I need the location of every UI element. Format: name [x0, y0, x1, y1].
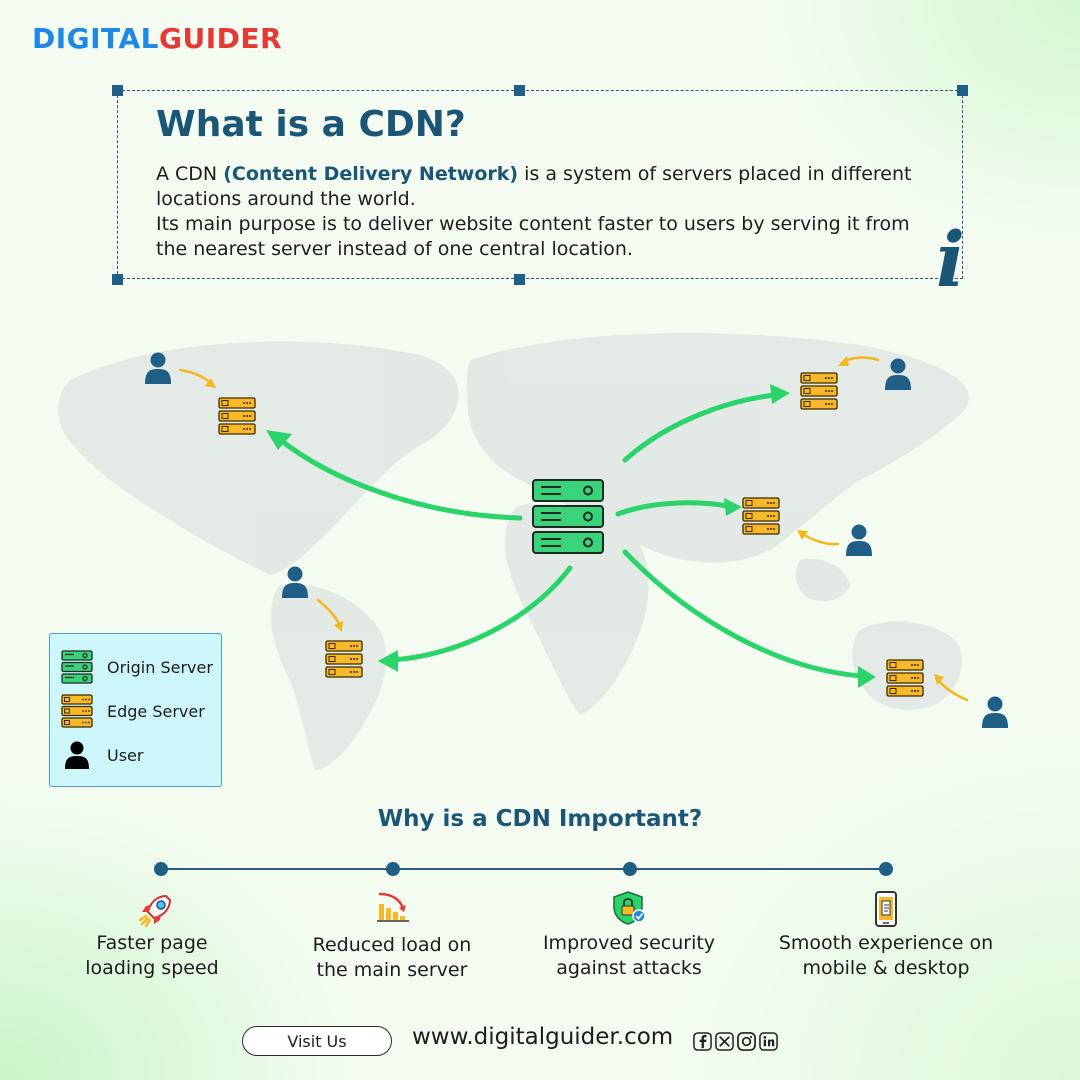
benefit-line: Smooth experience on — [778, 932, 994, 954]
timeline-dot — [879, 862, 893, 876]
legend-item-user: User — [60, 738, 143, 772]
map-legend: Origin Server Edge Server User — [49, 633, 222, 787]
why-title: Why is a CDN Important? — [377, 806, 703, 832]
instagram-icon[interactable] — [737, 1032, 756, 1051]
brand-part-1: DIGITAL — [32, 22, 159, 55]
legend-item-edge: Edge Server — [60, 694, 205, 728]
benefit-line: Reduced load on — [312, 934, 472, 956]
origin-server-icon — [60, 650, 94, 684]
edge-server-icon — [886, 659, 924, 697]
benefit-reduced-load: Reduced load on the main server — [272, 933, 512, 983]
edge-server-icon — [218, 397, 256, 435]
box-handle — [112, 85, 123, 96]
benefit-line: against attacks — [556, 957, 702, 979]
website-link[interactable]: www.digitalguider.com — [412, 1024, 674, 1050]
benefit-line: Faster page — [96, 932, 208, 954]
intro-box — [117, 90, 963, 279]
user-icon — [60, 738, 94, 772]
box-handle — [957, 85, 968, 96]
x-icon[interactable] — [715, 1032, 734, 1051]
brand-part-2: GUIDER — [159, 22, 283, 55]
edge-server-icon — [60, 694, 94, 728]
timeline-dot — [623, 862, 637, 876]
edge-server-icon — [325, 640, 363, 678]
timeline-dot — [386, 862, 400, 876]
edge-server-icon — [742, 497, 780, 535]
info-icon: i — [936, 215, 965, 304]
timeline-dot — [154, 862, 168, 876]
linkedin-icon[interactable] — [759, 1032, 778, 1051]
arrow-heads — [266, 384, 876, 688]
intro-text-purpose: Its main purpose is to deliver website c… — [156, 213, 910, 260]
legend-label: Edge Server — [107, 701, 205, 721]
user-arrow-heads — [205, 356, 944, 685]
intro-text-highlight: (Content Delivery Network) — [223, 163, 519, 185]
user-icon — [982, 696, 1008, 728]
benefit-faster-loading: Faster page loading speed — [32, 931, 272, 981]
intro-title: What is a CDN? — [156, 104, 466, 145]
box-handle — [514, 85, 525, 96]
origin-server-icon — [532, 479, 604, 554]
legend-label: User — [107, 745, 144, 765]
benefit-line: loading speed — [85, 957, 219, 979]
timeline-line — [160, 868, 886, 870]
benefit-line: Improved security — [542, 932, 716, 954]
benefit-smooth-experience: Smooth experience on mobile & desktop — [756, 931, 1016, 981]
legend-item-origin: Origin Server — [60, 650, 213, 684]
edge-server-icon — [800, 372, 838, 410]
intro-text: A CDN (Content Delivery Network) is a sy… — [156, 162, 946, 262]
benefit-security: Improved security against attacks — [509, 931, 749, 981]
delivery-arrows — [275, 392, 865, 679]
brand-logo: DIGITALGUIDER — [32, 22, 282, 55]
mobile-icon — [875, 891, 897, 927]
user-icon — [846, 524, 872, 556]
facebook-icon[interactable] — [693, 1032, 712, 1051]
benefit-line: mobile & desktop — [802, 957, 970, 979]
load-chart-icon — [377, 892, 409, 922]
intro-text-rest: is a system of servers placed in differe… — [156, 163, 912, 210]
rocket-icon — [138, 894, 172, 928]
shield-lock-icon — [613, 891, 646, 925]
intro-text-start: A CDN — [156, 163, 224, 185]
box-handle — [112, 274, 123, 285]
legend-label: Origin Server — [107, 657, 213, 677]
visit-us-button[interactable]: Visit Us — [242, 1026, 392, 1056]
box-handle — [514, 274, 525, 285]
benefit-line: the main server — [316, 959, 468, 981]
user-icon — [282, 566, 308, 598]
world-map — [58, 333, 1008, 770]
